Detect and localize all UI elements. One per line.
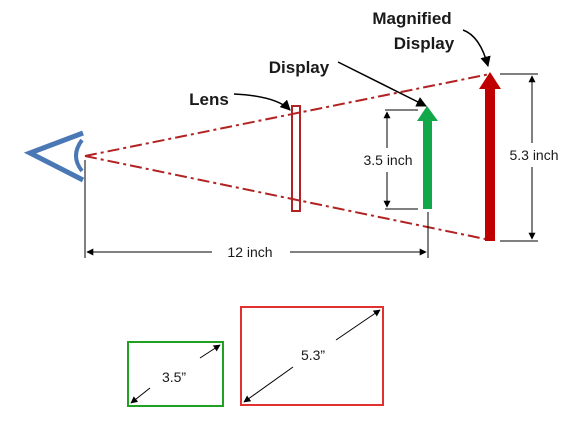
magnified-display-pointer: [462, 29, 491, 68]
magnified-display-arrow: [479, 72, 501, 241]
magnified-display-label-line1: Magnified: [372, 9, 451, 28]
display-label: Display: [269, 58, 330, 77]
distance-label: 12 inch: [227, 244, 272, 260]
lens-shape: [291, 105, 301, 212]
magnified-height-dimension: [500, 73, 538, 242]
lens-label: Lens: [189, 90, 229, 109]
lens-pointer: [233, 93, 291, 111]
distance-dimension: [84, 160, 429, 258]
display-height-label: 3.5 inch: [363, 152, 412, 168]
small-screen: [127, 341, 224, 407]
large-screen: [240, 306, 384, 406]
display-pointer: [337, 61, 427, 107]
small-screen-diagonal-label: 3.5”: [162, 369, 186, 385]
magnified-display-label-line2: Display: [394, 34, 455, 53]
display-height-dimension: [383, 109, 418, 210]
display-arrow: [417, 106, 438, 209]
large-screen-diagonal-label: 5.3”: [301, 347, 325, 363]
magnified-height-label: 5.3 inch: [509, 147, 558, 163]
eye-icon: [23, 130, 85, 183]
